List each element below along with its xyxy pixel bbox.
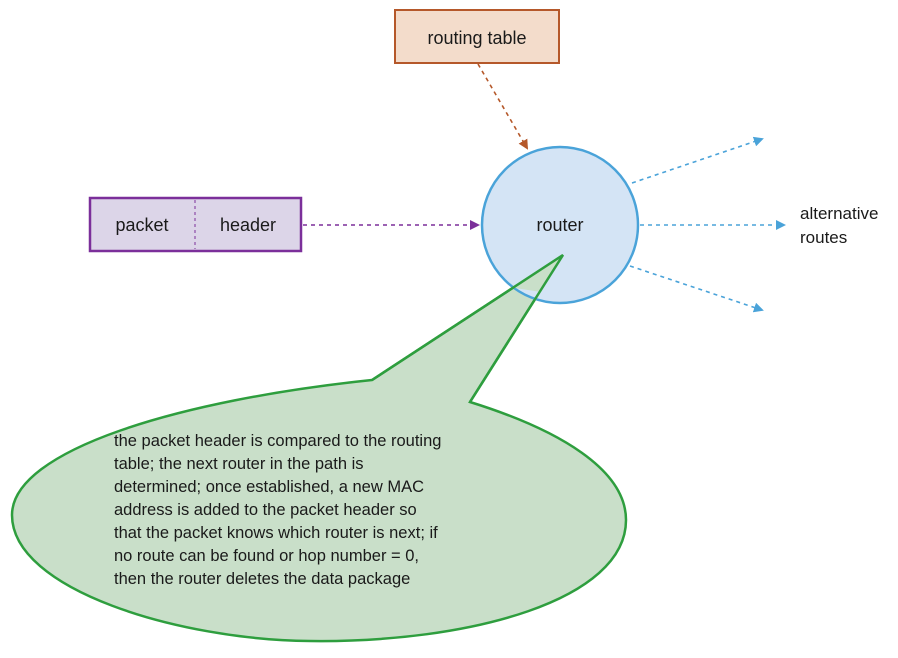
route-arrow-up [631,136,764,184]
callout-line: the packet header is compared to the rou… [114,432,441,450]
callout-line: that the packet knows which router is ne… [114,524,438,542]
callout-line: address is added to the packet header so [114,501,417,519]
callout-line: determined; once established, a new MAC [114,478,424,496]
callout-bubble [10,253,628,643]
callout-line: table; the next router in the path is [114,455,364,473]
routing-table-label: routing table [427,28,526,48]
routing-table-box: routing table [394,9,560,64]
alternative-routes-line1: alternative [800,204,878,223]
header-label: header [220,215,276,235]
callout-text: the packet header is compared to the rou… [114,432,441,588]
callout-line: no route can be found or hop number = 0, [114,547,419,565]
callout-tail-edge [371,253,565,403]
packet-label: packet [115,215,168,235]
callout-line: then the router deletes the data package [114,570,410,588]
routing-table-arrow [477,63,529,150]
route-arrow-down [629,265,764,313]
router-label: router [536,215,583,235]
packet-box: packet header [88,196,303,253]
router-circle [480,145,640,305]
alternative-routes-line2: routes [800,228,847,247]
